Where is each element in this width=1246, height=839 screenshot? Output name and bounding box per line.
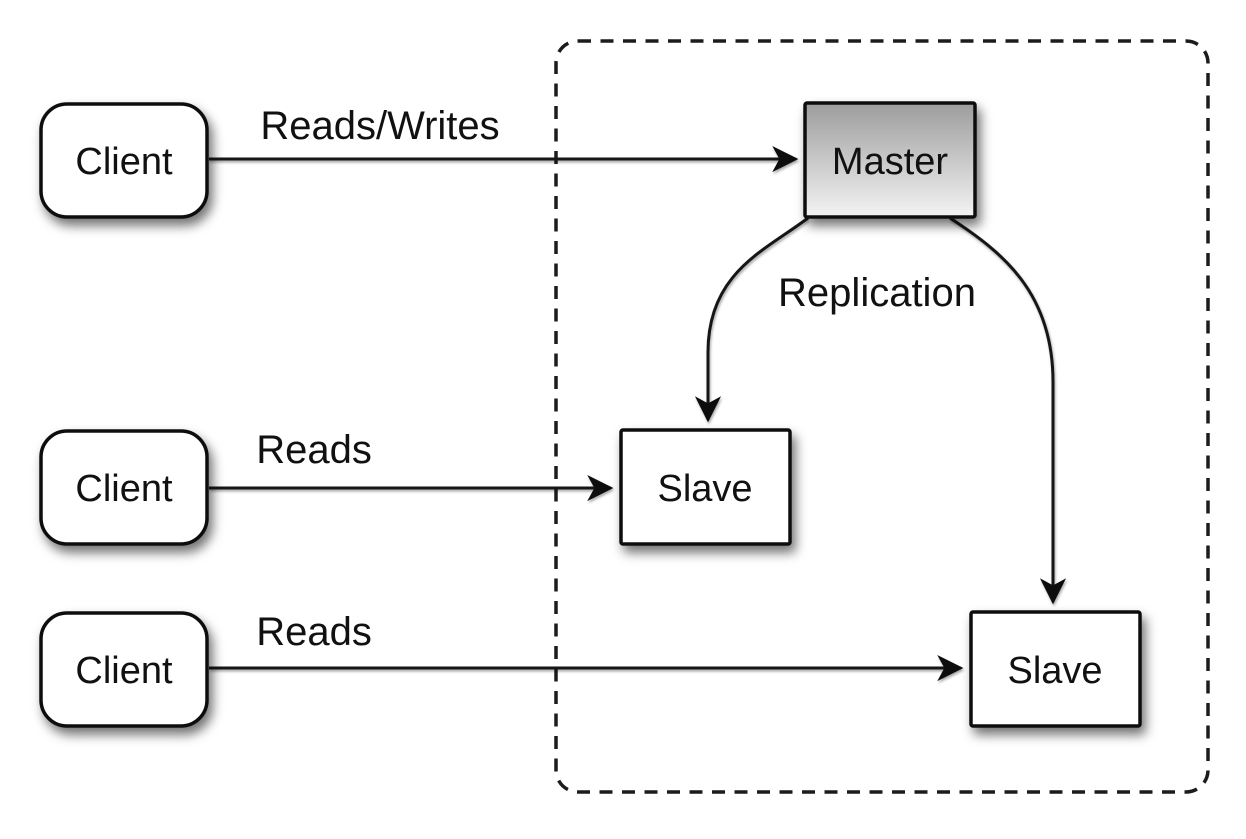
server-group-dashed-border <box>554 39 1210 794</box>
client-middle-label: Client <box>75 468 173 510</box>
node-client-middle <box>39 429 209 546</box>
master-label: Master <box>832 141 948 183</box>
node-master <box>803 101 977 219</box>
node-client-top <box>39 102 209 219</box>
reads-bottom-label: Reads <box>256 610 372 654</box>
slave-top-label: Slave <box>657 468 752 510</box>
edge-replication-left-curve <box>694 216 809 423</box>
replication-label: Replication <box>778 271 976 315</box>
node-slave-bottom <box>969 610 1142 728</box>
node-client-bottom <box>39 611 209 728</box>
node-slave-top <box>619 428 792 546</box>
client-top-label: Client <box>75 141 173 183</box>
reads-writes-label: Reads/Writes <box>260 104 499 148</box>
edge-replication-right-curve <box>949 216 1067 605</box>
reads-middle-label: Reads <box>256 428 372 472</box>
client-bottom-label: Client <box>75 650 173 692</box>
slave-bottom-label: Slave <box>1007 650 1102 692</box>
